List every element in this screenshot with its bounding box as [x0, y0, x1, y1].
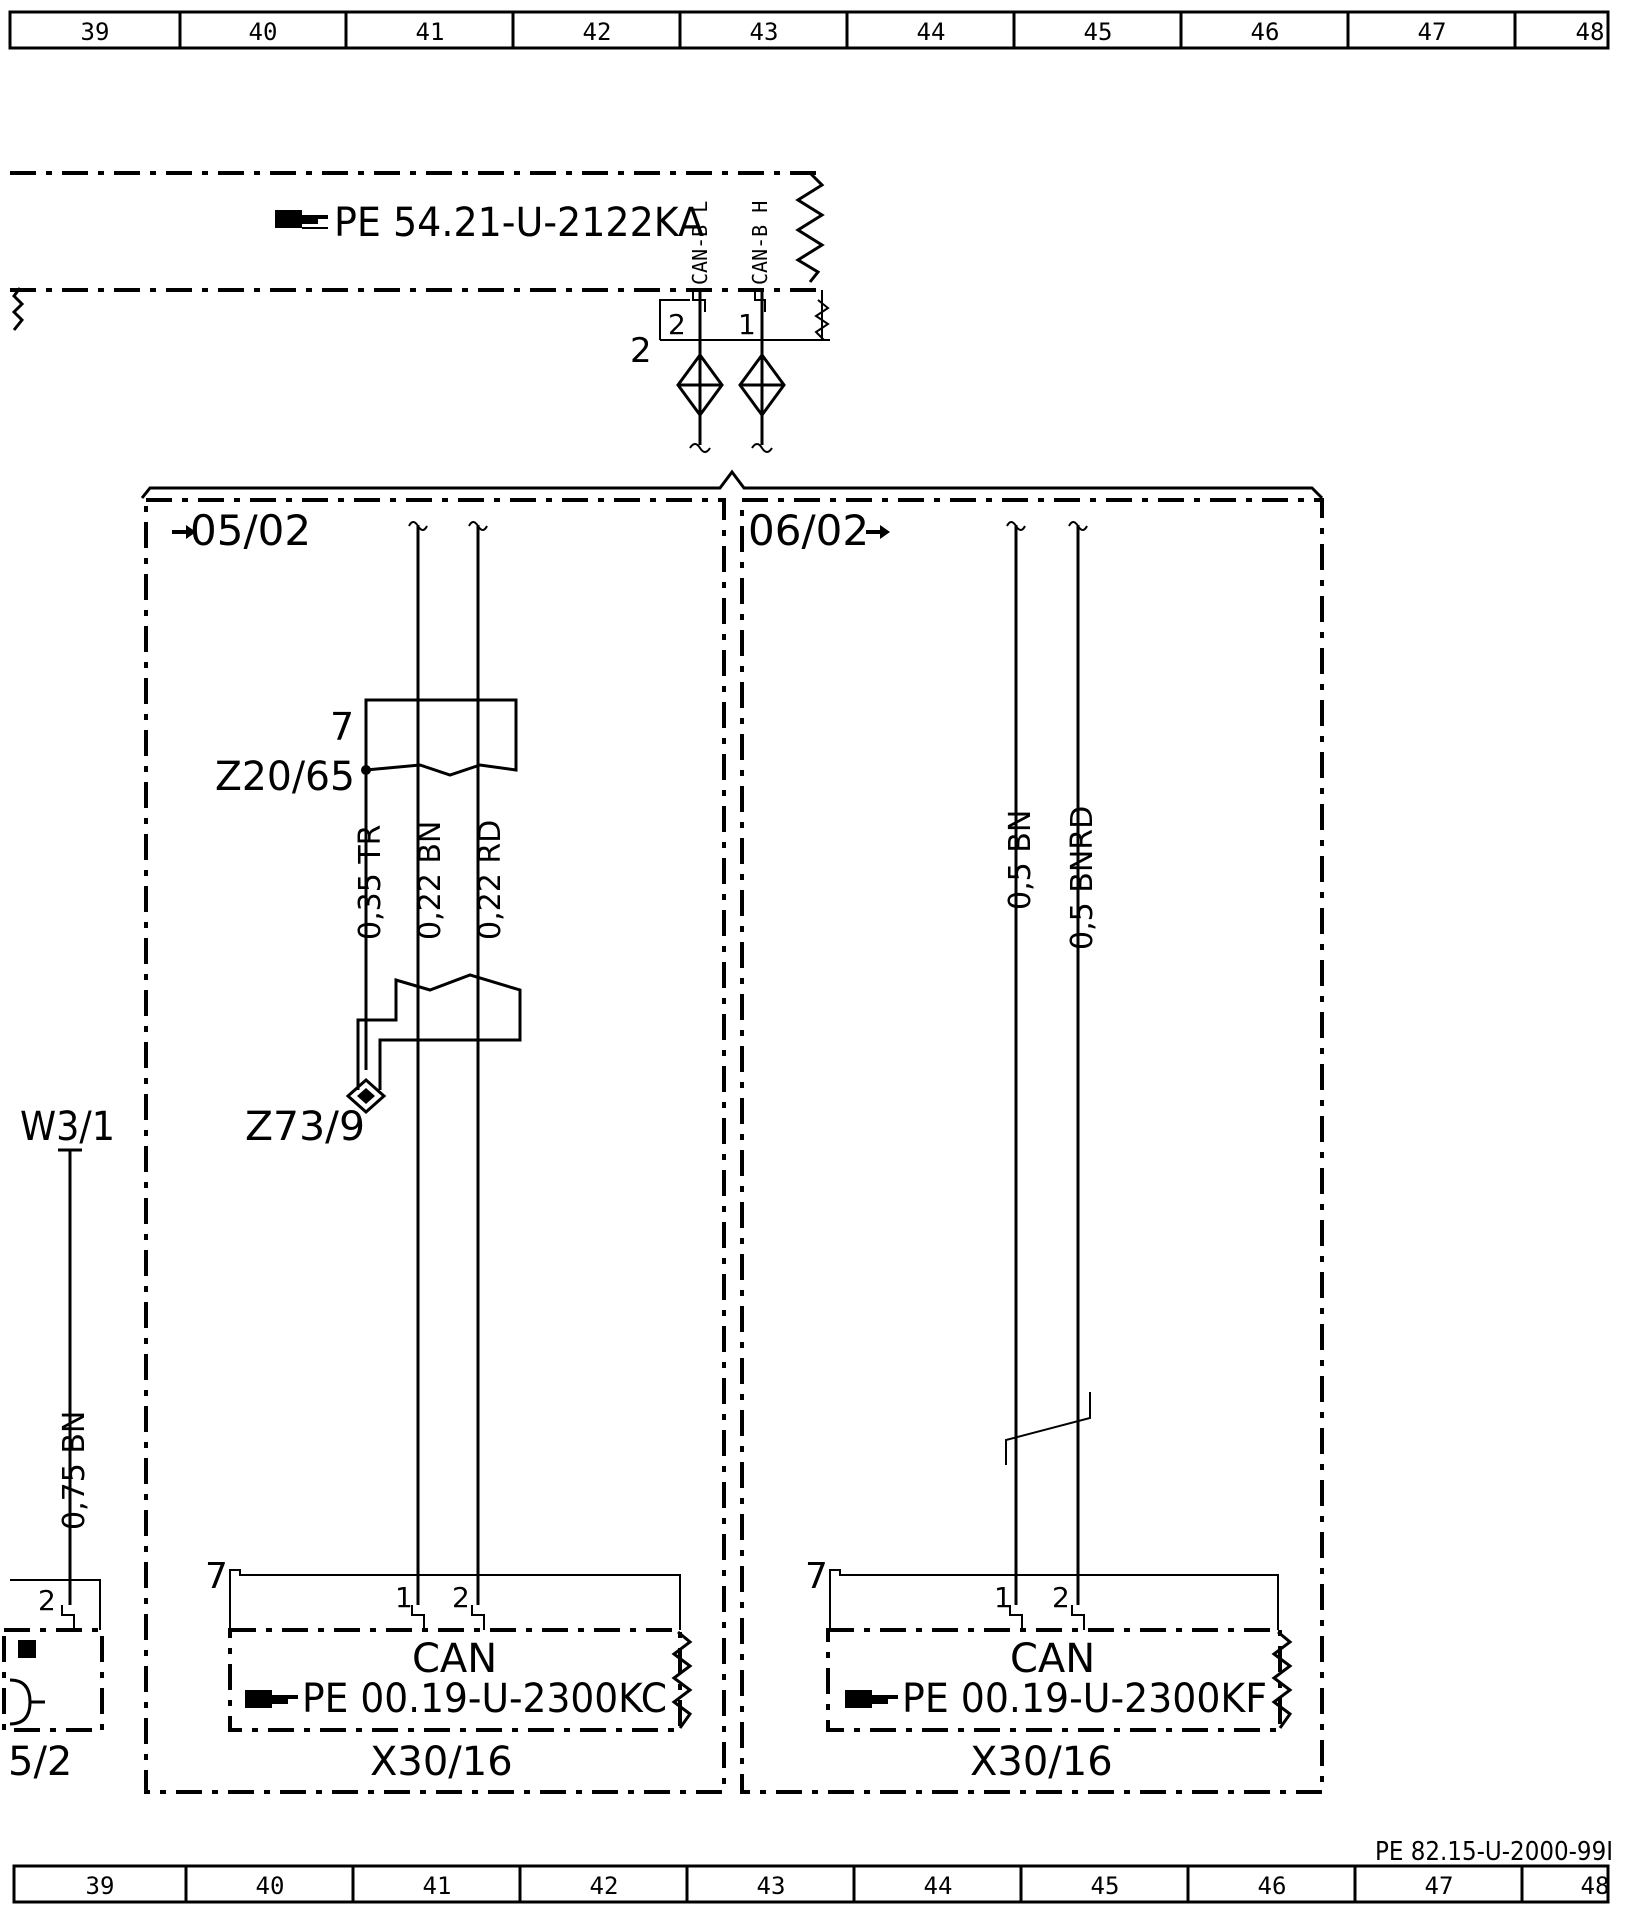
top-connector: 2 2 1: [630, 290, 830, 371]
right-pin2: 2: [1052, 1581, 1070, 1614]
left-pin2: 2: [452, 1581, 470, 1614]
ruler-top-44: 44: [917, 18, 946, 46]
twisted-pair-symbol: [676, 290, 786, 453]
bottom-ruler: 39 40 41 42 43 44 45 46 47 48: [12, 1864, 1610, 1904]
left-ref: PE 00.19-U-2300KC: [302, 1676, 667, 1722]
ruler-bottom-46: 46: [1258, 1872, 1287, 1900]
ruler-top-40: 40: [249, 18, 278, 46]
ruler-top-48: 48: [1576, 18, 1605, 46]
right-box-label: 06/02: [748, 506, 869, 555]
can-b-l-label: CAN-B L: [688, 201, 712, 285]
top-pin-h: 1: [738, 308, 756, 341]
top-ruler: 39 40 41 42 43 44 45 46 47 48: [8, 10, 1610, 50]
right-ref: PE 00.19-U-2300KF: [902, 1676, 1267, 1722]
ruler-top-42: 42: [583, 18, 612, 46]
ruler-top-46: 46: [1251, 18, 1280, 46]
wire-rd-label: 0,22 RD: [473, 820, 508, 940]
left-edge-ground: W3/1 0,75 BN 2 5/2: [2, 1104, 115, 1785]
ruler-top-39: 39: [81, 18, 110, 46]
ruler-top-43: 43: [750, 18, 779, 46]
left-can: CAN: [412, 1636, 497, 1682]
wire-bn-label: 0,22 BN: [413, 821, 448, 940]
pointing-hand-icon: [275, 210, 328, 229]
wire-bnrd-label: 0,5 BNRD: [1065, 806, 1100, 950]
z73-9-name: Z73/9: [245, 1104, 365, 1150]
right-conn-name: X30/16: [970, 1739, 1113, 1785]
module-box-05-02: 05/02 7 Z20/65 0,35 TR 0,22 BN 0,22 RD Z…: [144, 498, 726, 1794]
module-box-06-02: 06/02 0,5 BN 0,5 BNRD 7 1 2 CAN PE 00.19…: [740, 498, 1324, 1794]
right-can: CAN: [1010, 1636, 1095, 1682]
ruler-top-41: 41: [416, 18, 445, 46]
z20-65-num: 7: [330, 705, 354, 749]
ruler-bottom-43: 43: [757, 1872, 786, 1900]
right-conn-num: 7: [805, 1556, 828, 1597]
header-ref: PE 54.21-U-2122KA: [334, 200, 705, 246]
ruler-bottom-39: 39: [86, 1872, 115, 1900]
footer-ref: PE 82.15-U-2000-99I: [1375, 1837, 1613, 1867]
group-brace: [140, 469, 1324, 500]
pointing-hand-icon: [845, 1690, 898, 1708]
ruler-bottom-45: 45: [1091, 1872, 1120, 1900]
left-conn-name: X30/16: [370, 1739, 513, 1785]
ruler-bottom-44: 44: [924, 1872, 953, 1900]
left-edge-pin: 2: [38, 1584, 56, 1617]
wire-tr-label: 0,35 TR: [353, 824, 388, 940]
right-pin1: 1: [994, 1581, 1012, 1614]
pointing-hand-icon: [245, 1690, 298, 1708]
header-module: PE 54.21-U-2122KA CAN-B L CAN-B H: [10, 171, 825, 331]
ruler-top-45: 45: [1084, 18, 1113, 46]
ruler-bottom-48: 48: [1581, 1872, 1610, 1900]
ruler-bottom-41: 41: [423, 1872, 452, 1900]
left-conn-num: 7: [205, 1556, 228, 1597]
top-connector-name: 2: [630, 331, 652, 371]
top-pin-l: 2: [668, 308, 686, 341]
ruler-top-47: 47: [1418, 18, 1447, 46]
left-edge-name: 5/2: [8, 1739, 72, 1785]
z20-65-name: Z20/65: [215, 754, 355, 800]
can-b-h-label: CAN-B H: [748, 201, 772, 285]
ruler-bottom-42: 42: [590, 1872, 619, 1900]
ruler-bottom-47: 47: [1425, 1872, 1454, 1900]
left-box-label: 05/02: [190, 506, 311, 555]
w3-1-label: W3/1: [20, 1104, 115, 1150]
ruler-bottom-40: 40: [256, 1872, 285, 1900]
left-pin1: 1: [395, 1581, 413, 1614]
wire-bn-right-label: 0,5 BN: [1003, 810, 1038, 910]
wire-left-label: 0,75 BN: [57, 1411, 92, 1530]
